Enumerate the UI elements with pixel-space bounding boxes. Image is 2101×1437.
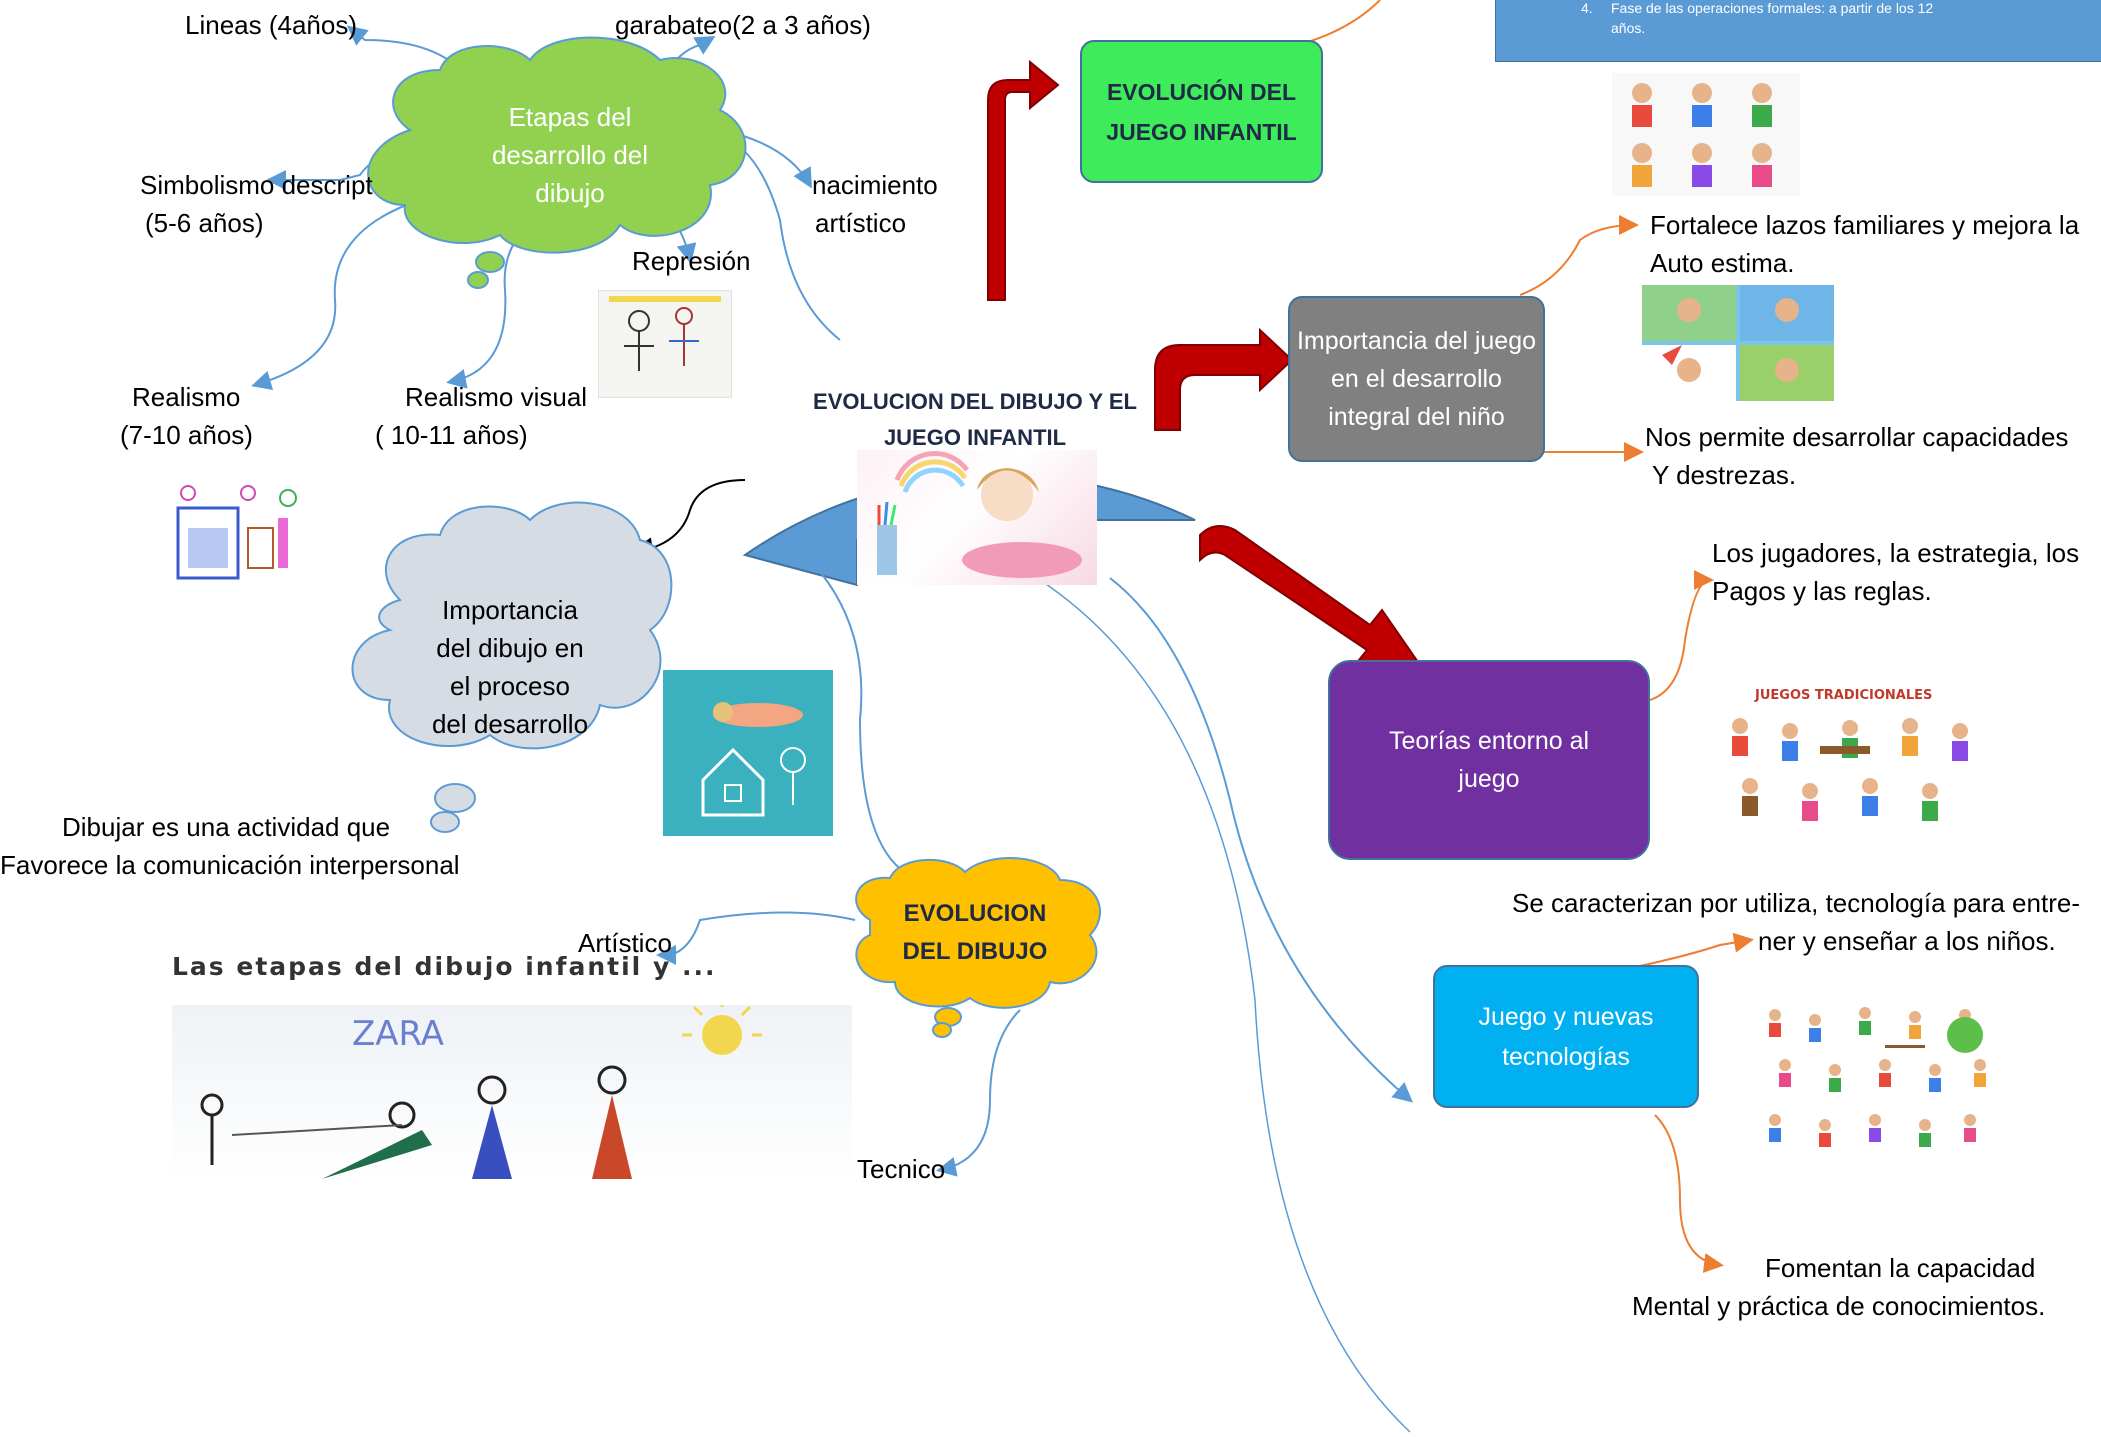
teorias-note-1: Los jugadores, la estrategia, los: [1712, 538, 2080, 568]
tecnologias-line2: tecnologías: [1502, 1042, 1630, 1071]
evolucion-dibujo-cloud-shape: [855, 857, 1101, 1038]
label-lineas: Lineas (4años): [185, 10, 357, 40]
evolucion-juego-box: EVOLUCIÓN DEL JUEGO INFANTIL: [1080, 40, 1323, 183]
importancia-dibujo-line4: del desarrollo: [431, 709, 589, 739]
kids-playing-image-1: [1612, 73, 1800, 196]
label-simbolismo: Simbolismo descript: [140, 170, 373, 200]
importancia-juego-note-a1: Fortalece lazos familiares y mejora la: [1650, 210, 2080, 240]
tecnologias-note-4: Mental y práctica de conocimientos.: [1632, 1291, 2046, 1321]
juegos-tradicionales-title: JUEGOS TRADICIONALES: [1755, 688, 1933, 703]
label-garabateo: garabateo(2 a 3 años): [615, 10, 871, 40]
label-artistico: Artístico: [578, 928, 672, 958]
tecnologias-line1: Juego y nuevas: [1478, 1002, 1654, 1031]
importancia-juego-note-b2: Y destrezas.: [1652, 460, 1797, 490]
label-realismo-age: (7-10 años): [120, 420, 253, 450]
importancia-juego-line3: integral del niño: [1328, 403, 1505, 431]
etapas-cloud-text: Etapas del desarrollo del dibujo: [420, 98, 720, 212]
etapas-line1: Etapas del: [508, 102, 632, 132]
importancia-juego-note-b1: Nos permite desarrollar capacidades: [1645, 422, 2069, 452]
tecnologias-note-3: Fomentan la capacidad: [1765, 1253, 2036, 1283]
etapas-line3: dibujo: [535, 178, 605, 208]
importancia-juego-box: Importancia del juego en el desarrollo i…: [1288, 296, 1545, 462]
importancia-dibujo-line1: Importancia: [442, 595, 578, 625]
importancia-dibujo-note-1: Dibujar es una actividad que: [62, 812, 391, 842]
kids-games-collage-image: [1755, 995, 1995, 1180]
center-girl-image: [857, 450, 1097, 585]
evolucion-dibujo-text: EVOLUCION DEL DIBUJO: [870, 895, 1080, 971]
importancia-juego-note-a2: Auto estima.: [1650, 248, 1795, 278]
red-arrow-right: [1154, 327, 1294, 431]
teorias-line1: Teorías entorno al: [1388, 727, 1590, 755]
teorias-note-2: Pagos y las reglas.: [1712, 576, 1932, 606]
importancia-dibujo-line3: el proceso: [450, 671, 570, 701]
importancia-juego-line1: Importancia del juego: [1296, 327, 1537, 355]
etapas-cloud-shape: [367, 36, 747, 289]
note-number: 4.: [1581, 0, 1593, 16]
center-node: EVOLUCION DEL DIBUJO Y EL JUEGO INFANTIL: [790, 384, 1160, 456]
importancia-dibujo-cloud-shape: [351, 501, 673, 833]
label-realismo: Realismo: [132, 382, 241, 412]
tecnologias-note-2: ner y enseñar a los niños.: [1758, 926, 2056, 956]
red-arrow-up: [987, 59, 1060, 301]
family-drawing-image: ZARA: [172, 1005, 852, 1179]
tecnologias-box: Juego y nuevas tecnologías: [1433, 965, 1699, 1108]
chalk-drawing-image: [663, 670, 833, 836]
child-drawing-image-2: [158, 478, 322, 606]
evolucion-dibujo-line2: DEL DIBUJO: [902, 938, 1048, 965]
note-box: 4. Fase de las operaciones formales: a p…: [1495, 0, 2101, 62]
image-caption: Las etapas del dibujo infantil y ...: [172, 952, 717, 981]
juegos-tradicionales-image: JUEGOS TRADICIONALES: [1710, 686, 1990, 840]
evolucion-dibujo-line1: EVOLUCION: [903, 900, 1047, 927]
kids-playing-image-2: [1642, 285, 1834, 401]
label-realismo-visual-age: ( 10-11 años): [375, 420, 528, 450]
child-drawing-image-1: [598, 290, 732, 398]
teorias-box: Teorías entorno al juego: [1328, 660, 1650, 860]
red-arrow-down: [1199, 525, 1422, 666]
teorias-line2: juego: [1458, 765, 1520, 793]
etapas-line2: desarrollo del: [491, 140, 649, 170]
evolucion-juego-line2: JUEGO INFANTIL: [1106, 118, 1297, 145]
label-nacimiento: nacimiento: [812, 170, 938, 200]
note-line1: Fase de las operaciones formales: a part…: [1611, 0, 1934, 16]
label-simbolismo-age: (5-6 años): [145, 208, 264, 238]
importancia-dibujo-text: Importancia del dibujo en el proceso del…: [390, 591, 630, 743]
importancia-juego-line2: en el desarrollo: [1331, 365, 1502, 393]
tecnologias-note-1: Se caracterizan por utiliza, tecnología …: [1512, 888, 2080, 918]
center-title: EVOLUCION DEL DIBUJO Y EL JUEGO INFANTIL: [813, 389, 1137, 450]
label-nacimiento-2: artístico: [815, 208, 907, 238]
evolucion-juego-line1: EVOLUCIÓN DEL: [1106, 78, 1297, 105]
label-tecnico: Tecnico: [857, 1154, 946, 1184]
note-line2: años.: [1611, 20, 1646, 36]
label-represion: Represión: [632, 246, 751, 276]
importancia-dibujo-note-2: Favorece la comunicación interpersonal: [0, 850, 460, 880]
zara-text: ZARA: [352, 1014, 444, 1054]
importancia-dibujo-line2: del dibujo en: [436, 633, 584, 663]
label-realismo-visual: Realismo visual: [405, 382, 588, 412]
